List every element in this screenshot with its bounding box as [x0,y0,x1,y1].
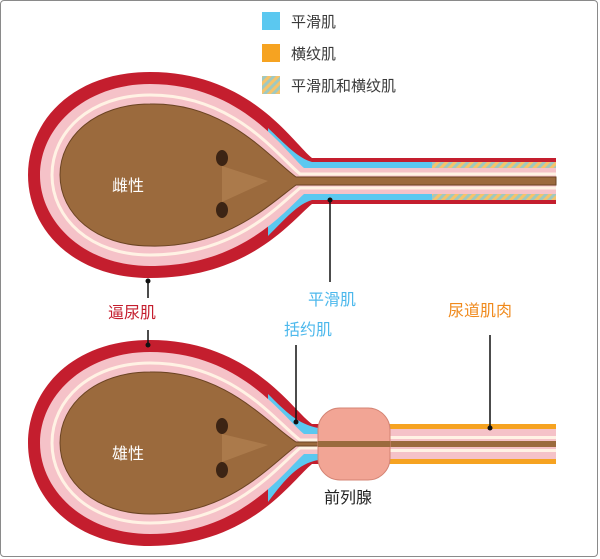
legend-label-mixed: 平滑肌和横纹肌 [291,77,396,95]
male-ureter-orifice-top [216,418,228,434]
female-label: 雌性 [112,176,144,195]
female-ureter-orifice-top [216,150,228,166]
male-urethra-lumen [388,441,556,447]
legend-swatch-smooth [262,12,280,30]
female-lumen [59,103,557,247]
male-urethra-stripe-lower [388,449,556,452]
detrusor-leader-dot-2 [145,342,151,348]
smooth-leader-dot [327,197,333,203]
male-inner-stripe [50,361,320,525]
female-trigone [222,166,268,202]
male-striated-lower [388,459,556,464]
female-mixed-lower [432,194,556,200]
detrusor-leader-dot [145,278,151,284]
legend-label-smooth: 平滑肌 [291,13,336,31]
legend-swatch-striated [262,44,280,62]
male-urethra-stripe-upper [388,436,556,439]
urethral-muscle-label: 尿道肌肉 [448,301,512,320]
prostate-urethra-lumen [318,441,390,447]
female-ureter-orifice-bottom [216,202,228,218]
sphincter-leader-dot [293,419,299,425]
prostate-label: 前列腺 [324,488,372,507]
female-bladder [28,72,557,278]
male-ureter-orifice-bottom [216,462,228,478]
detrusor-label: 逼尿肌 [108,303,156,322]
legend: 平滑肌 横纹肌 平滑肌和横纹肌 [262,12,396,95]
female-mixed-upper [432,162,556,168]
urethral-muscle-leader-dot [487,425,493,431]
sphincter-label: 括约肌 [284,320,332,339]
leader-lines [145,197,493,431]
male-bladder [28,340,556,546]
male-label: 雄性 [112,444,144,463]
legend-swatch-mixed [262,76,280,94]
smooth-muscle-label: 平滑肌 [308,290,356,309]
male-trigone [222,434,268,462]
male-striated-upper [388,424,556,429]
female-inner-stripe [50,93,556,257]
male-lumen [59,371,321,515]
legend-label-striated: 横纹肌 [291,45,336,63]
